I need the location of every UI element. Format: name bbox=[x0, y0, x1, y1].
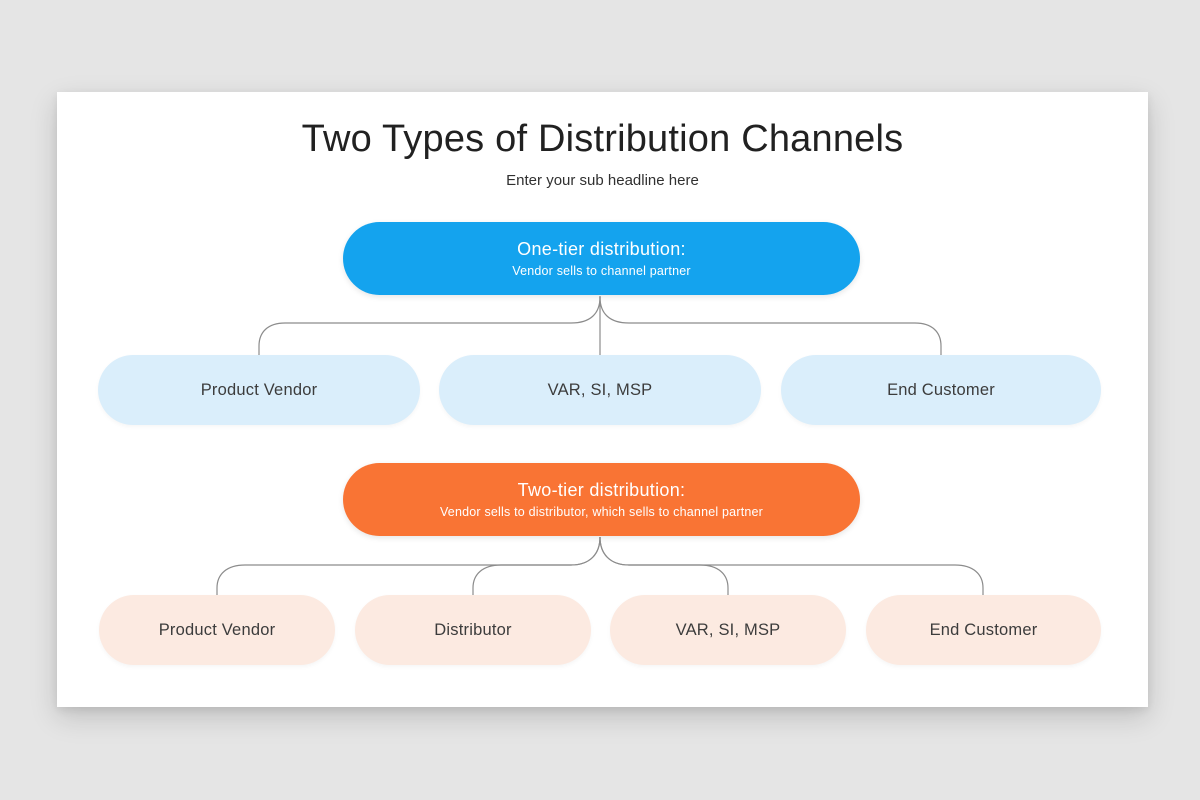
two-tier-header-pill: Two-tier distribution: Vendor sells to d… bbox=[343, 463, 860, 536]
connector-tier2-outer-left bbox=[216, 536, 601, 595]
connector-tier1-left bbox=[258, 296, 601, 355]
two-tier-description: Vendor sells to distributor, which sells… bbox=[439, 504, 764, 519]
connector-tier2-inner-right bbox=[599, 536, 729, 595]
one-tier-node-end-customer: End Customer bbox=[781, 355, 1101, 425]
two-tier-title: Two-tier distribution: bbox=[517, 480, 686, 501]
node-label: Distributor bbox=[434, 620, 512, 639]
node-label: End Customer bbox=[887, 380, 995, 399]
node-label: VAR, SI, MSP bbox=[675, 620, 781, 639]
one-tier-node-product-vendor: Product Vendor bbox=[98, 355, 420, 425]
page-subtitle: Enter your sub headline here bbox=[506, 172, 699, 189]
node-label: VAR, SI, MSP bbox=[547, 380, 653, 399]
two-tier-node-var-si-msp: VAR, SI, MSP bbox=[610, 595, 846, 665]
node-label: Product Vendor bbox=[200, 380, 318, 399]
connector-tier2-outer-right bbox=[599, 536, 984, 595]
page-title: Two Types of Distribution Channels bbox=[301, 118, 904, 160]
one-tier-node-var-si-msp: VAR, SI, MSP bbox=[439, 355, 761, 425]
connector-tier2-inner-left bbox=[472, 536, 601, 595]
connector-tier1-right bbox=[599, 296, 942, 355]
node-label: End Customer bbox=[929, 620, 1038, 639]
two-tier-node-end-customer: End Customer bbox=[866, 595, 1101, 665]
one-tier-description: Vendor sells to channel partner bbox=[512, 263, 691, 278]
one-tier-title: One-tier distribution: bbox=[517, 239, 686, 260]
slide-card: Two Types of Distribution Channels Enter… bbox=[57, 92, 1148, 707]
two-tier-node-distributor: Distributor bbox=[355, 595, 591, 665]
one-tier-header-pill: One-tier distribution: Vendor sells to c… bbox=[343, 222, 860, 295]
node-label: Product Vendor bbox=[158, 620, 276, 639]
two-tier-node-product-vendor: Product Vendor bbox=[99, 595, 335, 665]
